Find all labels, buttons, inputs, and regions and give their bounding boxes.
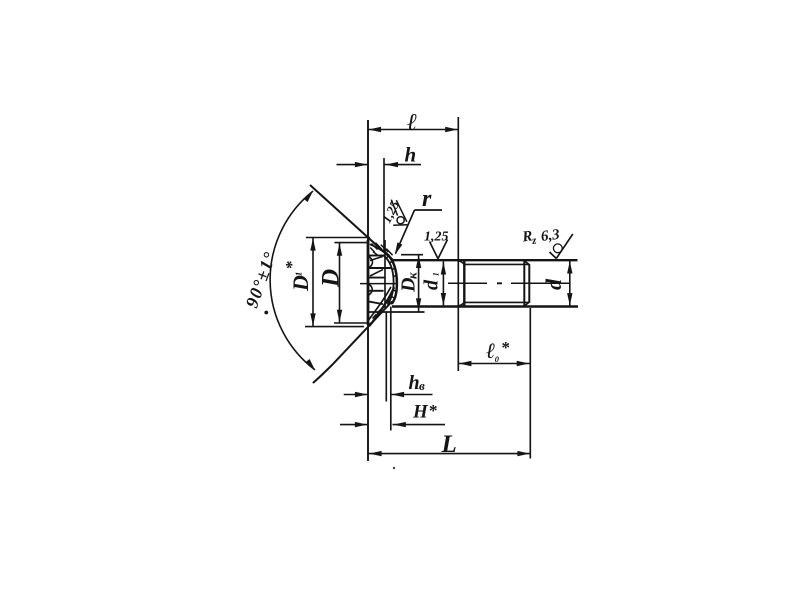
svg-text:*: * [429, 401, 438, 420]
svg-text:d: d [541, 278, 566, 290]
svg-text:*: * [502, 338, 511, 357]
svg-text:*: * [282, 261, 301, 270]
svg-text:в: в [419, 378, 425, 393]
svg-text:к: к [405, 272, 420, 279]
svg-text:h: h [409, 372, 420, 394]
svg-text:h: h [405, 143, 417, 167]
svg-text:H: H [412, 402, 429, 423]
svg-text:ℓ: ℓ [486, 338, 495, 363]
svg-text:D: D [288, 275, 313, 292]
svg-text:₁: ₁ [286, 271, 303, 277]
svg-text:₀: ₀ [495, 348, 500, 363]
svg-text:D: D [318, 269, 345, 288]
svg-text:z: z [530, 234, 537, 247]
svg-text:ℓ: ℓ [407, 110, 417, 136]
svg-text:1,25: 1,25 [424, 230, 449, 245]
svg-text:6,3: 6,3 [540, 227, 561, 245]
svg-text:D: D [398, 278, 420, 293]
svg-text:L: L [441, 431, 457, 458]
svg-text:R: R [521, 228, 534, 245]
svg-text:₁: ₁ [425, 272, 440, 277]
svg-text:r: r [422, 186, 432, 212]
svg-text:d: d [421, 279, 443, 290]
